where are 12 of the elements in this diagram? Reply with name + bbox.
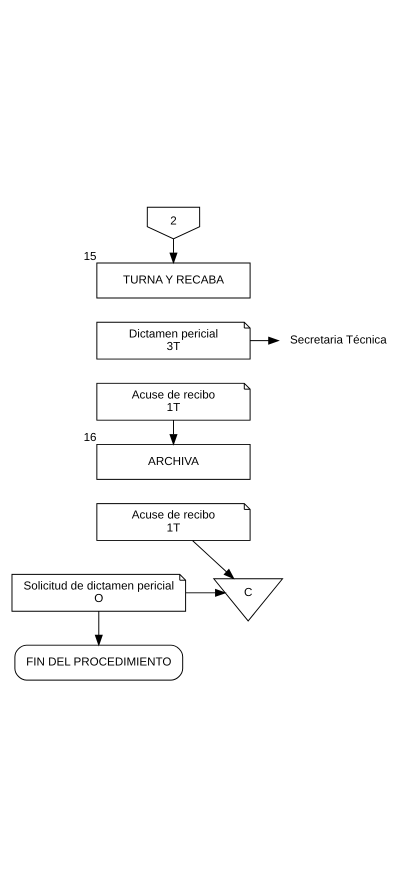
node-box: ARCHIVA [96,444,251,480]
arrow [250,336,280,345]
node-box: FIN DEL PROCEDIMIENTO [14,644,184,681]
node-label: 15 [84,250,97,263]
arrow [192,540,235,580]
node-text: Secretaria Técnica [290,334,387,347]
arrow [185,588,227,597]
arrow [94,610,103,646]
arrow [169,238,178,264]
node-box: TURNA Y RECABA [96,262,251,298]
arrow [169,420,178,446]
node-label: 16 [84,431,97,444]
